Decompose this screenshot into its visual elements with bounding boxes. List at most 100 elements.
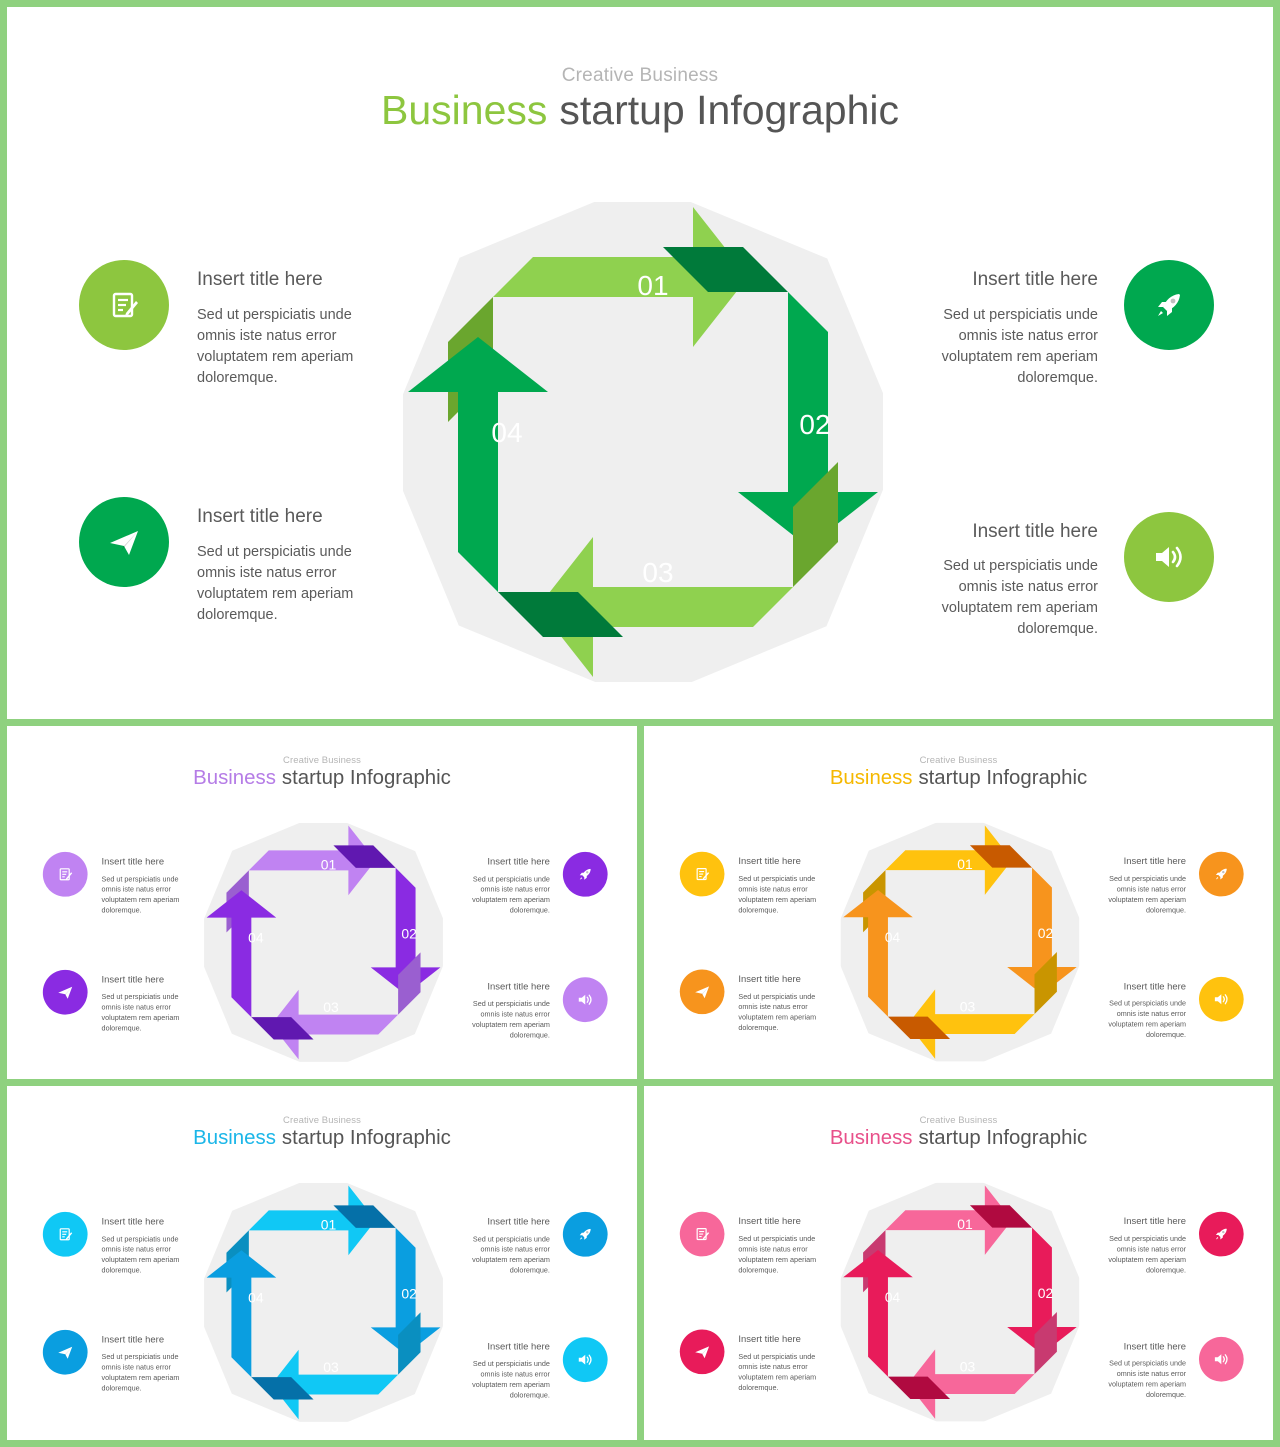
slide-supertitle: Creative Business [919, 754, 998, 766]
item-title-1: Insert title here [197, 269, 323, 290]
title-rest: startup Infographic [559, 87, 899, 133]
notepad-icon [696, 1227, 710, 1241]
title-rest: startup Infographic [918, 765, 1088, 789]
slide-supertitle: Creative Business [283, 1114, 361, 1126]
notepad-icon [112, 292, 138, 318]
item-body-4: Sed ut perspiciatis unde omnis iste natu… [941, 558, 1098, 637]
step-label-01: 01 [321, 856, 337, 872]
paper-plane-icon-circle [679, 1329, 725, 1375]
speaker-icon [1214, 1354, 1228, 1365]
step-label-03: 03 [323, 999, 339, 1015]
item-title-4: Insert title here [487, 1341, 550, 1353]
arrow-02 [969, 1205, 1077, 1355]
step-label-03: 03 [323, 1359, 339, 1375]
step-label-02: 02 [1038, 925, 1054, 941]
item-body-4: Sed ut perspiciatis unde omnis iste natu… [472, 1360, 550, 1400]
notepad-icon-circle [42, 1211, 88, 1257]
item-title-2: Insert title here [197, 506, 323, 527]
title-accent-word: Business [193, 1125, 276, 1149]
title-accent-word: Business [381, 87, 548, 133]
item-title-1: Insert title here [101, 1216, 165, 1227]
step-label-01: 01 [321, 1216, 337, 1232]
paper-plane-icon-circle [679, 969, 725, 1015]
cycle-background-octagon [403, 202, 883, 682]
title-accent-word: Business [829, 1125, 913, 1149]
item-body-2: Sed ut perspiciatis unde omnis iste natu… [197, 544, 354, 623]
cycle-diagram: 01 02 03 04 [403, 202, 883, 682]
item-title-2: Insert title here [101, 974, 165, 985]
item-body-2: Sed ut perspiciatis unde omnis iste natu… [101, 1353, 180, 1393]
item-title-2: Insert title here [101, 1334, 165, 1345]
item-title-3: Insert title here [487, 856, 550, 867]
arrow-04 [408, 337, 623, 637]
step-label-01: 01 [637, 270, 668, 301]
item-title-3: Insert title here [1123, 856, 1187, 867]
speaker-icon-circle [562, 977, 608, 1023]
slide-supertitle: Creative Business [283, 754, 361, 766]
item-title-3: Insert title here [972, 269, 1098, 290]
paper-plane-icon-circle [42, 969, 88, 1015]
paper-plane-icon-circle [79, 497, 169, 587]
slide-supertitle: Creative Business [919, 1114, 998, 1126]
item-body-1: Sed ut perspiciatis unde omnis iste natu… [101, 875, 180, 915]
notepad-icon [59, 1228, 73, 1241]
item-body-4: Sed ut perspiciatis unde omnis iste natu… [1108, 999, 1187, 1040]
rocket-icon [1158, 294, 1180, 316]
arrow-04 [206, 1250, 314, 1400]
speaker-icon [1214, 994, 1228, 1005]
item-body-2: Sed ut perspiciatis unde omnis iste natu… [738, 992, 817, 1033]
item-body-3: Sed ut perspiciatis unde omnis iste natu… [472, 875, 550, 915]
speaker-icon-circle [1198, 1336, 1244, 1382]
step-label-01: 01 [957, 1216, 973, 1232]
cycle-diagram: 01 02 03 04 [204, 823, 443, 1062]
step-label-01: 01 [957, 856, 973, 872]
rocket-icon-circle [1198, 851, 1244, 897]
title-rest: startup Infographic [281, 1125, 451, 1149]
arrow-02 [663, 247, 878, 547]
rocket-icon-circle [562, 1211, 608, 1257]
arrow-02 [969, 845, 1077, 995]
item-title-3: Insert title here [1123, 1216, 1187, 1227]
item-body-3: Sed ut perspiciatis unde omnis iste natu… [1108, 1235, 1187, 1275]
arrow-03 [538, 462, 838, 677]
speaker-icon [578, 994, 592, 1005]
step-label-02: 02 [401, 1285, 417, 1301]
title-accent-word: Business [193, 765, 276, 789]
rocket-icon-circle [562, 851, 608, 897]
rocket-icon [579, 1228, 591, 1240]
cycle-diagram: 01 02 03 04 [840, 822, 1080, 1062]
item-title-1: Insert title here [738, 1216, 801, 1227]
cycle-background-octagon [204, 1183, 443, 1422]
paper-plane-icon [110, 531, 138, 555]
cycle-diagram: 01 02 03 04 [840, 1182, 1080, 1422]
arrow-03 [907, 1312, 1057, 1419]
rocket-icon [1215, 868, 1227, 880]
paper-plane-icon [58, 986, 73, 999]
arrow-02 [333, 1205, 441, 1355]
speaker-icon [578, 1354, 592, 1365]
paper-plane-icon [695, 986, 710, 999]
item-title-4: Insert title here [1123, 981, 1187, 992]
notepad-icon-circle [79, 260, 169, 350]
item-body-1: Sed ut perspiciatis unde omnis iste natu… [101, 1235, 180, 1275]
step-label-02: 02 [401, 925, 417, 941]
rocket-icon [1215, 1228, 1227, 1240]
item-body-3: Sed ut perspiciatis unde omnis iste natu… [941, 307, 1098, 386]
step-label-02: 02 [799, 409, 830, 440]
arrow-04 [843, 889, 951, 1040]
rocket-icon [579, 868, 591, 880]
rocket-icon-circle [1124, 260, 1214, 350]
notepad-icon-circle [679, 1211, 725, 1257]
paper-plane-icon-circle [42, 1329, 88, 1375]
speaker-icon-circle [1198, 976, 1244, 1022]
arrow-03 [907, 952, 1057, 1059]
